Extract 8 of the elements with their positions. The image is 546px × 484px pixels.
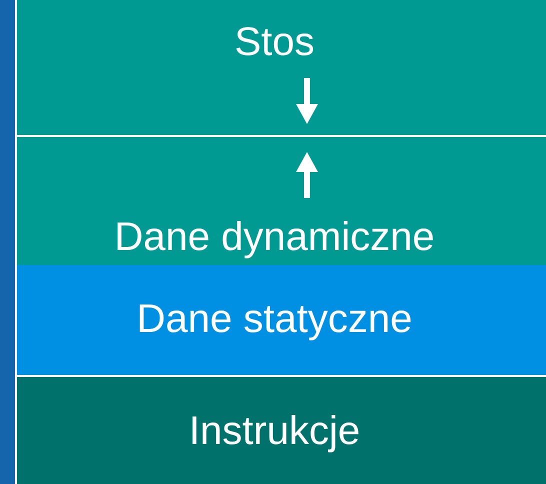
memory-segment (15, 375, 546, 484)
segment-label: Dane statyczne (136, 297, 412, 342)
segment-label: Dane dynamiczne (114, 215, 435, 260)
memory-segment (15, 135, 546, 265)
memory-segment (15, 0, 546, 137)
segment-label: Instrukcje (188, 409, 360, 454)
segment-label: Stos (234, 20, 315, 65)
memory-segment (15, 265, 546, 377)
